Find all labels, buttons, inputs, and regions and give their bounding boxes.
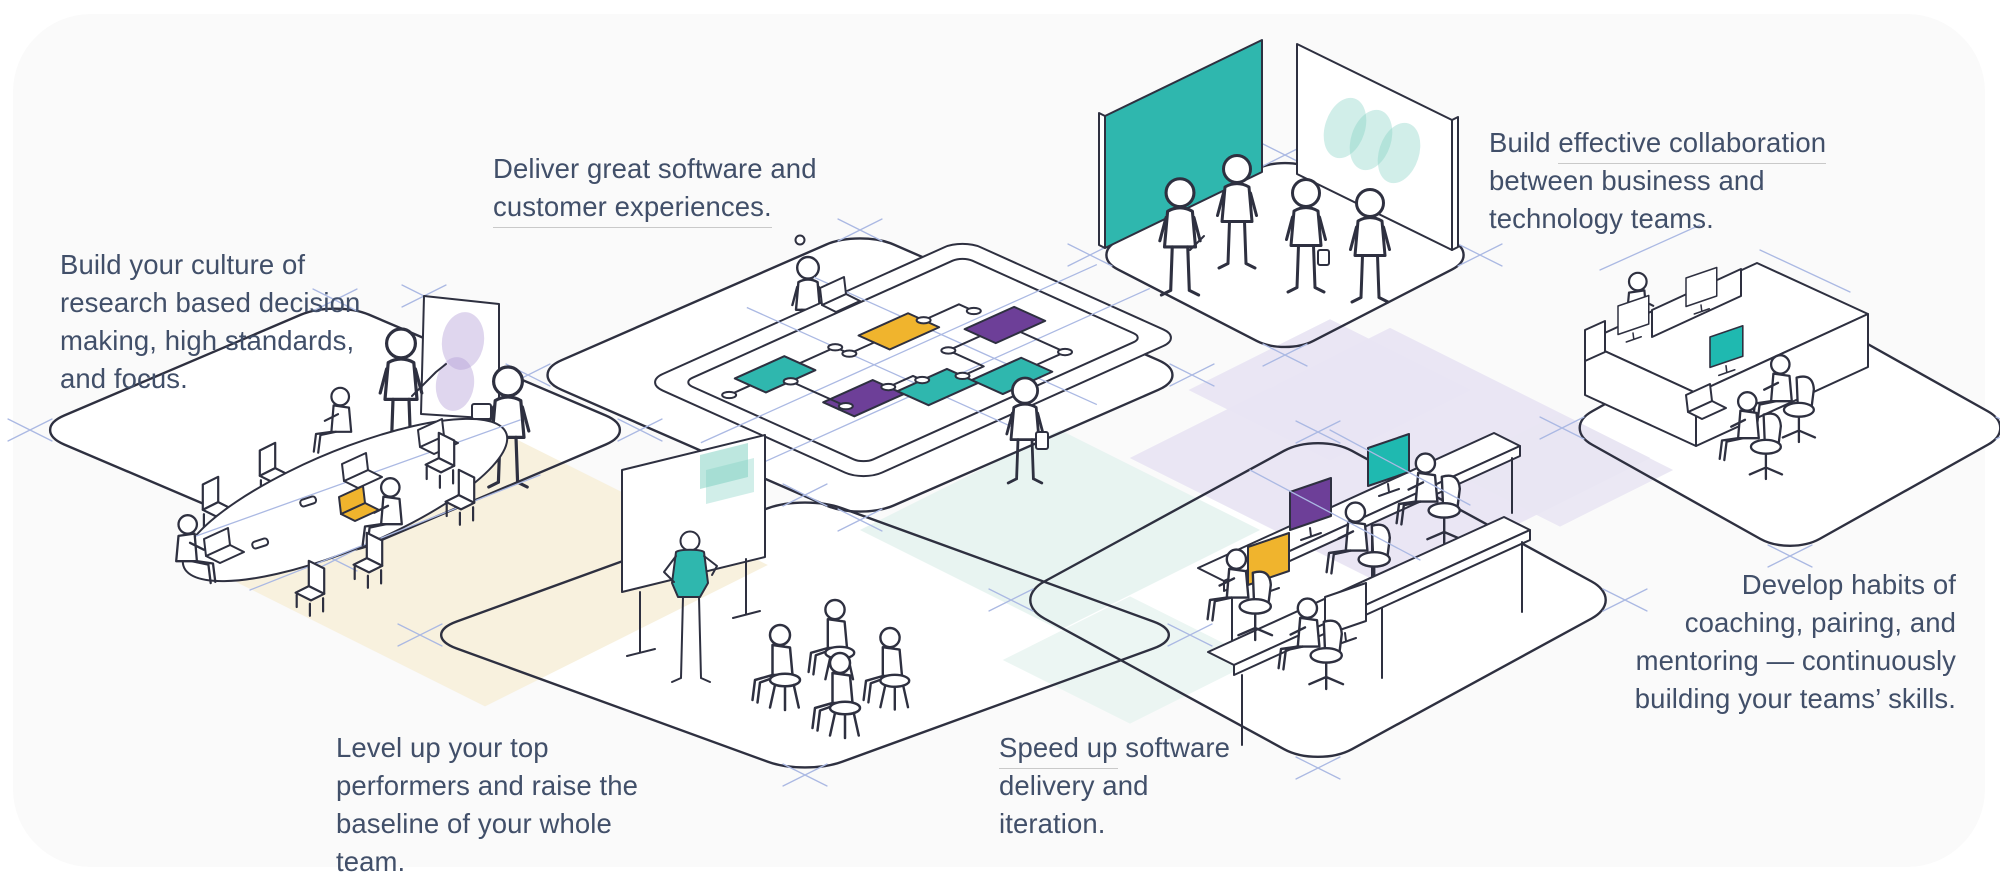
freestanding-whiteboard: [621, 434, 766, 657]
caption-line: customer experiences.: [493, 188, 823, 228]
caption-line: building your teams’ skills.: [1634, 683, 1956, 714]
flow-nodes: [719, 293, 1075, 453]
scene-coaching-session: [621, 434, 911, 740]
laptop-screen: [1584, 320, 1606, 362]
scene-delivery-desks: [1197, 429, 1531, 746]
caption-line: delivery and iteration.: [999, 770, 1149, 839]
caption-line: performers and raise the: [336, 770, 638, 801]
caption-line: research based decision: [60, 287, 361, 318]
caption-line: Build effective collaboration: [1489, 124, 1834, 164]
underlined-phrase: customer experiences.: [493, 191, 772, 228]
briefcase: [471, 403, 492, 420]
caption-line: Build your culture of: [60, 249, 306, 280]
underlined-phrase: Speed up: [999, 732, 1118, 769]
caption-line: making, high standards,: [60, 325, 355, 356]
caption-line: mentoring — continuously: [1635, 645, 1956, 676]
caption-line: between business and: [1489, 165, 1765, 196]
scene-pairing-workstations: [1584, 224, 1869, 481]
teal-sticky: [706, 458, 754, 504]
caption-coaching: Develop habits of coaching, pairing, and…: [1608, 566, 1956, 718]
caption-line: Develop habits of: [1741, 569, 1956, 600]
venn-flipchart: [401, 284, 500, 420]
caption-line: Level up your top: [336, 732, 549, 763]
caption-line: coaching, pairing, and: [1684, 607, 1956, 638]
caption-line: Deliver great software and: [493, 153, 817, 184]
caption-speedup: Speed up software delivery and iteration…: [999, 729, 1259, 843]
facilitator-figure: [791, 234, 825, 349]
caption-collaboration: Build effective collaboration between bu…: [1489, 124, 1834, 238]
scene-mapping-table: [574, 207, 1253, 512]
caption-line: and focus.: [60, 363, 188, 394]
venn-board: [1296, 43, 1459, 251]
scene-conference-room: [175, 284, 541, 617]
caption-deliver: Deliver great software and customer expe…: [493, 150, 823, 228]
caption-levelup: Level up your top performers and raise t…: [336, 729, 688, 881]
notebook: [1035, 431, 1049, 450]
scene-collaboration-boards: [1098, 39, 1459, 304]
caption-line: baseline of your whole team.: [336, 808, 612, 877]
caption-line: technology teams.: [1489, 203, 1714, 234]
coach-figure: [663, 530, 718, 683]
caption-line: Speed up software: [999, 729, 1259, 769]
teal-sticky: [700, 443, 748, 489]
teal-board: [1098, 39, 1263, 249]
notepad: [1317, 249, 1330, 266]
process-map-table: [574, 207, 1253, 512]
caption-culture: Build your culture of research based dec…: [60, 246, 372, 398]
underlined-phrase: effective collaboration: [1558, 127, 1827, 164]
